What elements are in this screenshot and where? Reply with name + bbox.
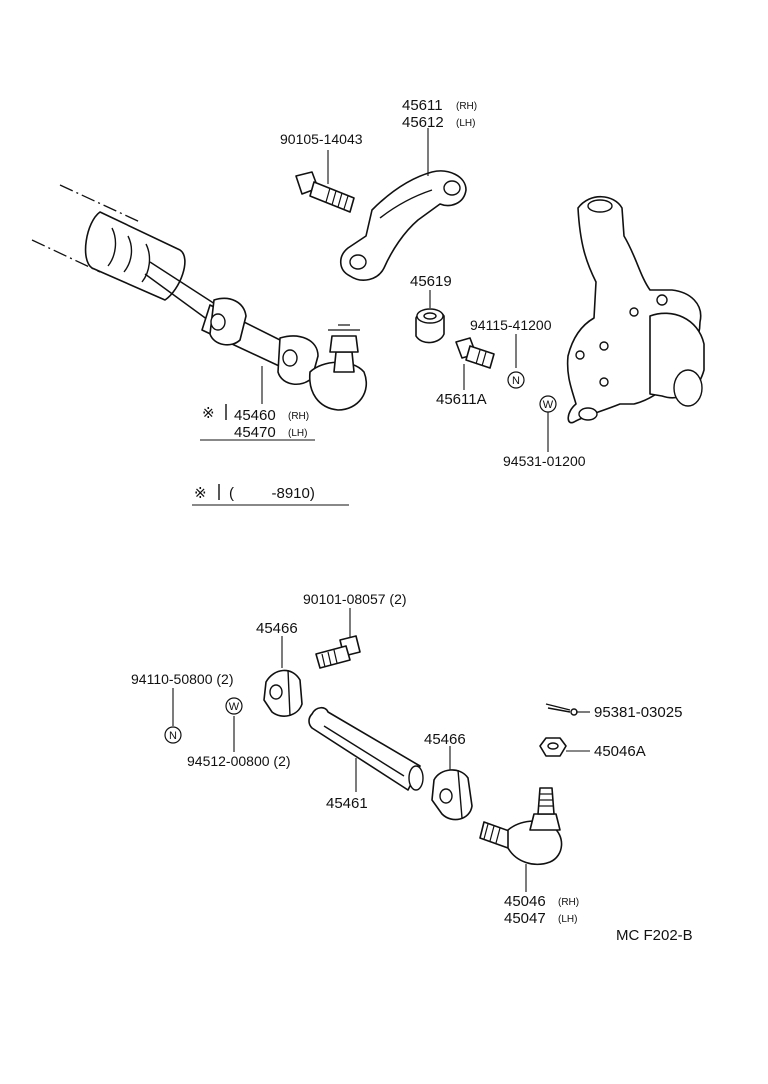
washer-mark-lower-icon: W [225,697,243,715]
label-tie-rod-end-lh-side: (LH) [558,914,577,925]
svg-text:W: W [543,399,554,411]
label-washer-94531: 94531-01200 [503,453,586,469]
nut-mark-icon: N [507,371,525,389]
bolt-90105-drawing [295,171,355,213]
idler-arm-drawing [339,170,467,281]
steering-knuckle-drawing [566,195,705,424]
clamp-right-drawing [431,769,473,821]
label-idler-arm-lh: 45612 [402,114,444,131]
reference-code: MC F202-B [616,927,693,944]
label-rod-assy-prefix: ※ [202,405,215,422]
upper-leader-lines [192,128,549,506]
relay-rod-drawing [31,184,216,321]
svg-text:N: N [169,730,177,742]
label-bushing: 45619 [410,273,452,290]
label-clamp-right: 45466 [424,731,466,748]
note-range: ( -8910) [229,485,315,502]
bolt-45611a-drawing [455,337,495,369]
label-tie-rod-end-rh: 45046 [504,893,546,910]
label-tie-rod-end-rh-side: (RH) [558,897,579,908]
label-tie-rod-end-lh: 45047 [504,910,546,927]
label-adjusting-tube: 45461 [326,795,368,812]
label-clamp-left: 45466 [256,620,298,637]
label-rod-assy-rh-side: (RH) [288,411,309,422]
bushing-45619-drawing [415,308,445,344]
label-cotter-pin: 95381-03025 [594,704,682,721]
bolt-90101-drawing [315,635,361,669]
label-idler-arm-rh: 45611 [402,97,443,114]
adjusting-tube-drawing [308,706,424,791]
svg-text:W: W [229,701,240,713]
label-nut-94115: 94115-41200 [470,317,552,333]
svg-text:N: N [512,375,520,387]
washer-mark-icon: W [539,395,557,413]
lower-leader-lines [172,608,590,892]
clamp-left-drawing [263,669,303,717]
label-rod-assy-lh-side: (LH) [288,428,307,439]
nut-mark-lower-icon: N [164,726,182,744]
tie-rod-end-drawing [479,787,563,866]
tie-rod-assembly-drawing [201,297,368,411]
label-bolt-lower: 90101-08057 (2) [303,591,407,607]
label-bolt-45611a: 45611A [436,391,487,408]
label-washer-94512: 94512-00800 (2) [187,753,291,769]
label-rod-assy-lh: 45470 [234,424,276,441]
label-nut-94110: 94110-50800 (2) [131,671,233,687]
label-rod-assy-rh: 45460 [234,407,276,424]
label-castle-nut: 45046A [594,743,646,760]
label-idler-arm-rh-side: (RH) [456,101,477,112]
label-idler-arm-lh-side: (LH) [456,118,475,129]
castle-nut-drawing [539,737,567,757]
note-prefix: ※ [194,485,207,502]
cotter-pin-drawing [545,703,578,716]
label-bolt-top: 90105-14043 [280,131,363,147]
